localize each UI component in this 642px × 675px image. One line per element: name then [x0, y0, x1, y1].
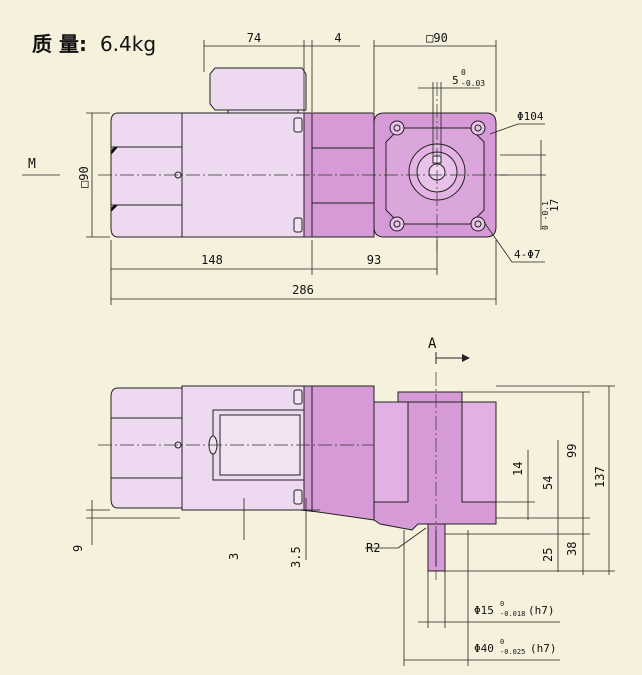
dim-phi15-fit: (h7) [528, 604, 555, 617]
dim-phi104: Φ104 [517, 110, 544, 123]
motor-bolt-top [293, 117, 303, 133]
dim-phi40: Φ40 [474, 642, 494, 655]
side-motor-fin-cover [110, 387, 183, 509]
dim-286: 286 [292, 283, 314, 297]
dim-phi40-tol-lower: -0.025 [500, 648, 525, 656]
dim-phi15-tol-upper: 0 [500, 600, 504, 608]
dim-R2: R2 [366, 541, 380, 555]
dim-148: 148 [201, 253, 223, 267]
dim-keyway-tol-lower: -0.03 [461, 79, 485, 88]
side-dimensions [86, 385, 615, 666]
top-dimensions [22, 40, 546, 305]
dim-phi15-tol-lower: -0.018 [500, 610, 525, 618]
dim-25: 25 [541, 548, 555, 562]
fin-curve-2 [110, 204, 119, 213]
section-label-A: A [428, 336, 437, 352]
mounting-holes [389, 120, 486, 232]
dim-M: M [28, 157, 36, 172]
side-view: A 9 3 3.5 R2 14 54 99 137 25 38 Φ15 0 -0… [71, 336, 615, 666]
dim-4phi7: 4-Φ7 [514, 248, 541, 261]
dim-17-tol: 0 -0.1 [541, 201, 550, 230]
dim-phi40-tol-upper: 0 [500, 638, 504, 646]
dim-3: 3 [227, 553, 241, 560]
dim-keyway-tol-upper: 0 [461, 68, 466, 77]
motor-bolt-bottom [293, 217, 303, 233]
weight-label: 质 量: 6.4kg [32, 28, 156, 57]
dim-137: 137 [593, 466, 607, 488]
terminal-box [209, 67, 307, 111]
dim-54: 54 [541, 476, 555, 490]
dim-74: 74 [247, 31, 261, 45]
fin-curve-1 [110, 146, 119, 156]
top-view: 74 4 □90 5 0 -0.03 Φ104 M □90 17 0 -0.1 … [22, 31, 561, 305]
dim-17: 17 [548, 199, 561, 212]
dim-14: 14 [511, 462, 525, 476]
dim-93: 93 [367, 253, 381, 267]
dim-keyway: 5 [452, 74, 459, 87]
dim-phi15: Φ15 [474, 604, 494, 617]
dim-3-5: 3.5 [289, 546, 303, 568]
weight-value: 6.4kg [99, 32, 157, 56]
weight-title: 质 量: [32, 32, 87, 56]
dim-4: 4 [334, 31, 341, 45]
dim-phi40-fit: (h7) [530, 642, 557, 655]
dim-9: 9 [71, 545, 85, 552]
dim-38: 38 [565, 542, 579, 556]
dim-sq90-side: □90 [77, 166, 91, 188]
dim-sq90-top: □90 [426, 31, 448, 45]
dim-99: 99 [565, 444, 579, 458]
